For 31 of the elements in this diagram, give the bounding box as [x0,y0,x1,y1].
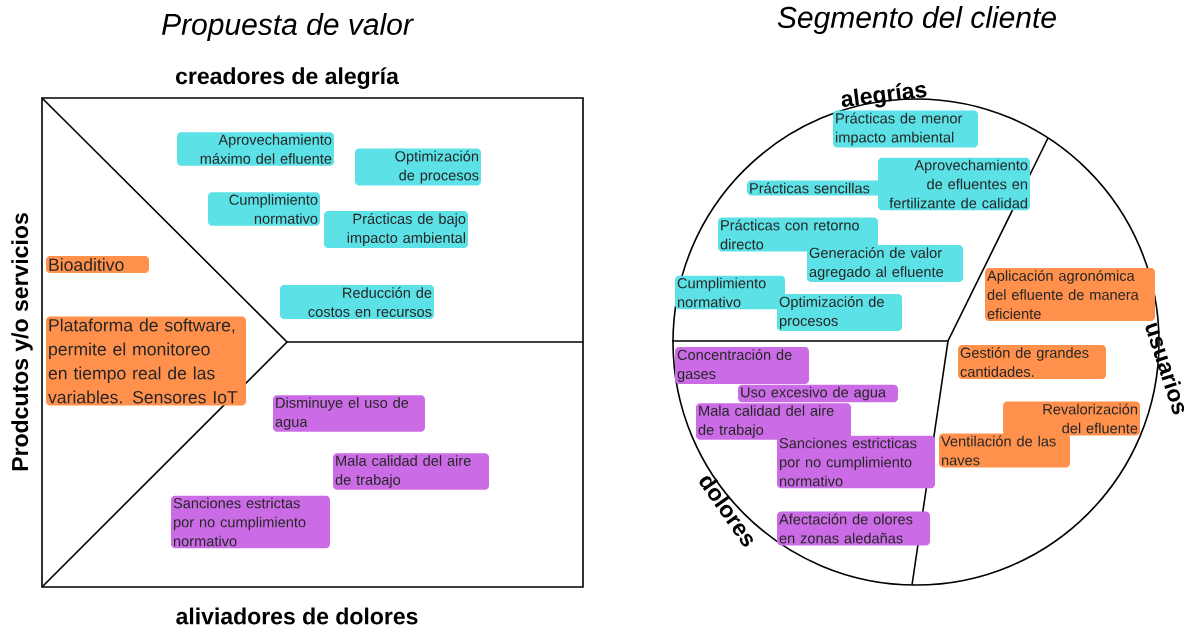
sticky-note: Sanciones estricticas por no cumplimiento normativo [777,435,935,489]
sticky-note: Sanciones estrictas por no cumplimiento normativo [171,495,330,549]
sticky-note: Gestión de grandes cantidades. [958,345,1106,379]
section-heading: aliviadores de dolores [176,607,418,625]
section-heading: alegrías [841,82,927,108]
section-heading: creadores de alegría [176,67,399,89]
sticky-note: Revalorización del efluente [1003,401,1140,436]
sticky-note: Cumplimiento normativo [208,192,320,226]
sticky-note: Prácticas sencillas [747,180,881,196]
sticky-note: Mala calidad del aire de trabajo [333,453,489,490]
sticky-note: Generación de valor agregado al efluente [807,245,963,282]
sticky-note: Ventilación de las naves [939,433,1070,468]
sticky-note: Concentración de gases [675,347,809,384]
sticky-note: Prácticas de menor impacto ambiental [833,110,978,148]
section-heading: Prodcutos y/o servicios [11,213,33,471]
sticky-note: Uso excesivo de agua [738,384,898,403]
sticky-note: Afectación de olores en zonas aledañas [777,511,930,546]
panel-title: Segmento del cliente [777,6,1056,34]
sticky-note: Plataforma de software, permite el monitoreo en tiempo real de las variables. Sensores IoT [46,316,246,406]
sticky-note: Disminuye el uso de agua [273,395,425,432]
sticky-note: Reducción de costos en recursos [280,285,434,319]
sticky-note: Optimización de procesos [355,148,481,186]
sticky-note: Prácticas de bajo impacto ambiental [324,211,468,248]
sticky-note: Bioaditivo [46,256,149,273]
panel-title: Propuesta de valor [162,13,414,41]
sticky-note: Aprovechamiento de efluentes en fertilizante de calidad [878,157,1030,211]
section-heading: usuarios [1145,322,1184,415]
sticky-note: Aprovechamiento máximo del efluente [177,132,334,166]
square-frame [41,97,584,588]
sticky-note: Aplicación agronómica del efluente de manera eficiente [985,268,1155,321]
sticky-note: Optimización de procesos [777,294,902,331]
